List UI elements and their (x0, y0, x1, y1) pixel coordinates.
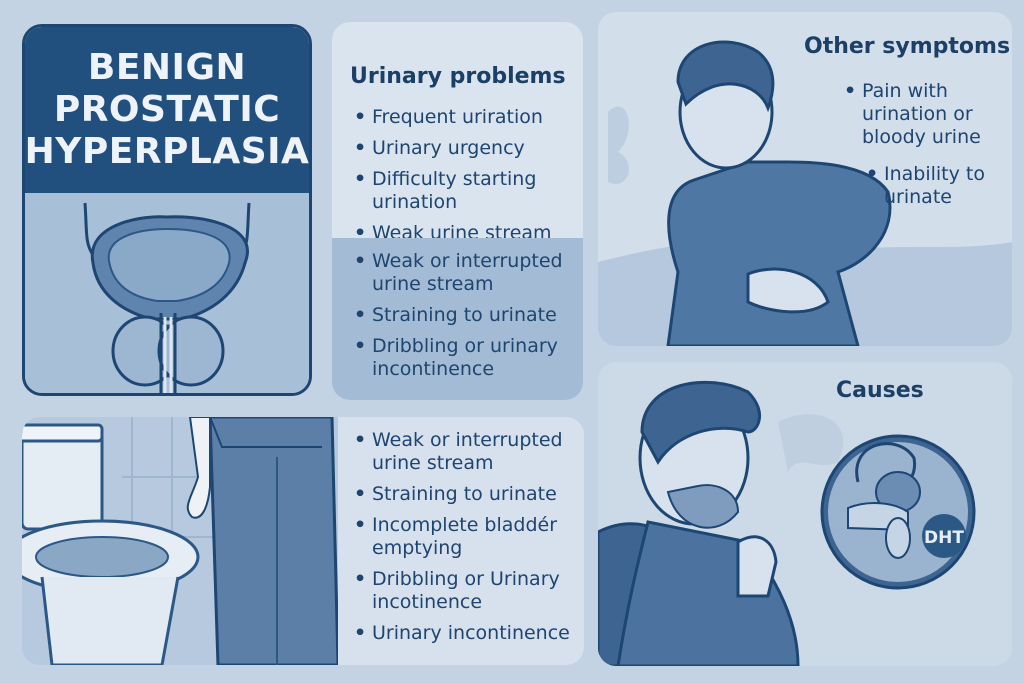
thinking-man-illustration: DHT (598, 380, 976, 666)
page-title: BENIGN PROSTATIC HYPERPLASIA (24, 47, 310, 173)
toilet-symptom-list: Weak or interrupted urine stream Straini… (352, 429, 577, 653)
list-item: Difficulty starting urination (352, 168, 577, 214)
man-in-pain-illustration (598, 40, 1012, 346)
toilet-panel: Weak or interrupted urine stream Straini… (22, 417, 584, 665)
list-item: Incomplete bladdér emptying (352, 514, 577, 560)
title-line-3: HYPERPLASIA (24, 131, 310, 172)
causes-panel: DHT Causes (598, 362, 1012, 666)
urinary-problems-list: Frequent uriration Urinary urgency Diffi… (352, 106, 577, 253)
list-item: Frequent uriration (352, 106, 577, 129)
list-item: Weak or interrupted urine stream (352, 429, 577, 475)
list-item: Dribbling or urinary incontinence (352, 335, 578, 381)
dht-badge: DHT (924, 528, 964, 548)
list-item: Dribbling or Urinary incotinence (352, 568, 577, 614)
list-item: Urinary urgency (352, 137, 577, 160)
urinary-secondary-section: Weak or interrupted urine stream Straini… (332, 238, 583, 400)
list-item: Weak or interrupted urine stream (352, 250, 578, 296)
title-line-1: BENIGN (87, 47, 247, 88)
urinary-secondary-list: Weak or interrupted urine stream Straini… (352, 250, 578, 389)
urinary-problems-panel: Urinary problems Frequent uriration Urin… (332, 22, 583, 400)
list-item: Straining to urinate (352, 304, 578, 327)
list-item: Inability to urinate (864, 163, 1002, 209)
causes-title: Causes (836, 378, 924, 403)
bladder-illustration (25, 193, 309, 393)
list-item: Straining to urinate (352, 483, 577, 506)
title-panel: BENIGN PROSTATIC HYPERPLASIA (22, 24, 312, 396)
title-band: BENIGN PROSTATIC HYPERPLASIA (25, 27, 309, 193)
title-line-2: PROSTATIC (53, 89, 281, 130)
list-item: Urinary incontinence (352, 622, 577, 645)
toilet-illustration (22, 417, 338, 665)
other-symptoms-list: Pain with urination or bloody urine Inab… (842, 80, 1002, 223)
other-symptoms-title: Other symptoms (804, 34, 1011, 59)
urinary-problems-title: Urinary problems (350, 64, 566, 89)
other-symptoms-panel: Other symptoms Pain with urination or bl… (598, 12, 1012, 346)
list-item: Pain with urination or bloody urine (842, 80, 1002, 149)
